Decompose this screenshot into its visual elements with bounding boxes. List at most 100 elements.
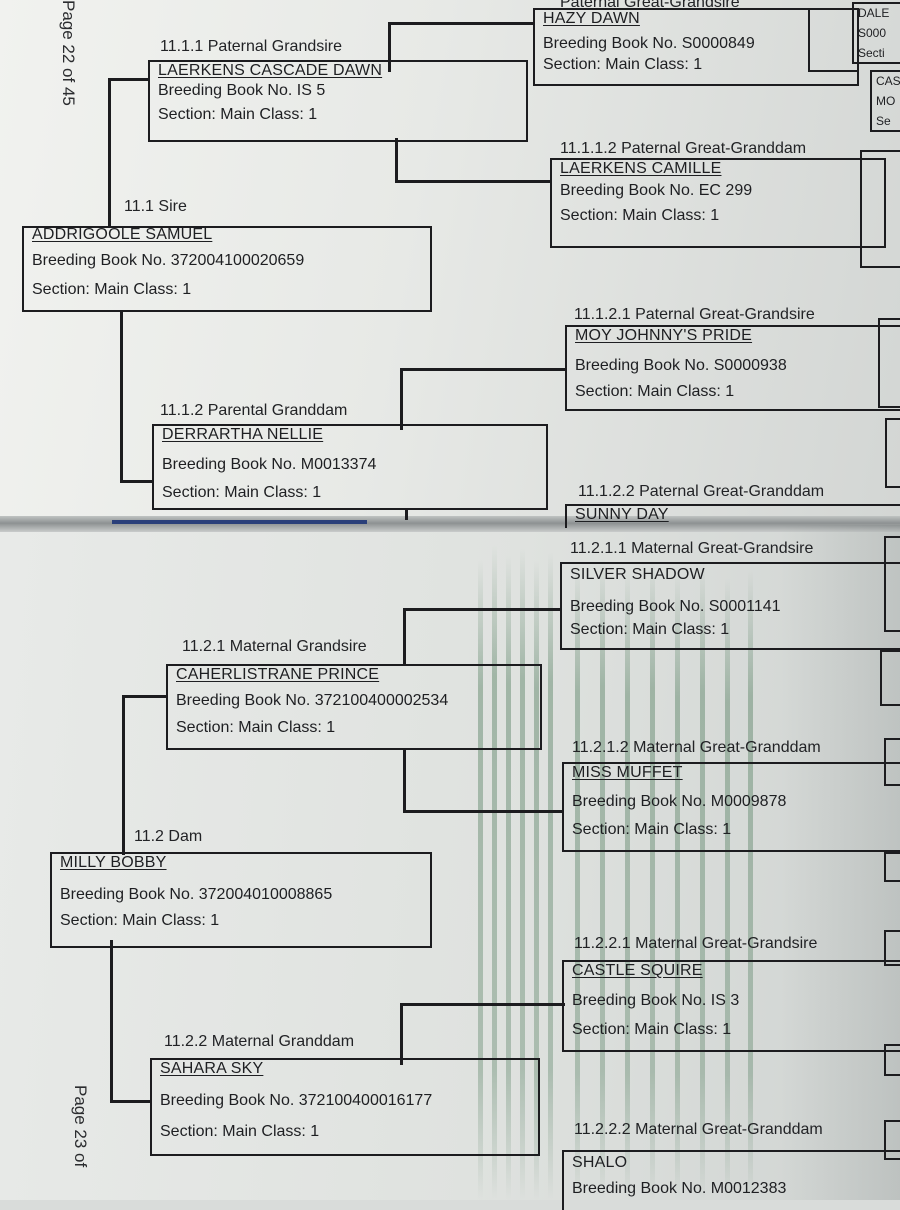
page-number-top: Page 22 of 45 xyxy=(59,0,78,106)
breeding-book-number: Breeding Book No. EC 299 xyxy=(560,182,753,199)
label-maternal-grandsire: 11.2.1 Maternal Grandsire xyxy=(182,638,367,655)
pedigree-box-addrigoole-samuel: ADDRIGOOLE SAMUEL Breeding Book No. 3720… xyxy=(22,226,432,312)
pedigree-box-sahara-sky: SAHARA SKY Breeding Book No. 37210040001… xyxy=(150,1058,540,1156)
connector xyxy=(395,138,398,183)
horse-name: SILVER SHADOW xyxy=(570,566,705,583)
pedigree-box-silver-shadow: SILVER SHADOW Breeding Book No. S0001141… xyxy=(560,562,900,650)
connector xyxy=(120,480,152,483)
pedigree-box-caherlistrane-prince: CAHERLISTRANE PRINCE Breeding Book No. 3… xyxy=(166,664,542,750)
connector xyxy=(388,22,391,72)
page-22 xyxy=(0,0,900,525)
connector xyxy=(120,312,123,482)
blue-tab-strip xyxy=(112,520,367,524)
breeding-book-number: Breeding Book No. IS 3 xyxy=(572,992,740,1009)
section-class: Section: Main Class: 1 xyxy=(575,383,735,400)
connector xyxy=(405,508,408,520)
pedigree-box-cutoff xyxy=(880,650,900,706)
pedigree-box-sunny-day: SUNNY DAY xyxy=(565,504,900,528)
horse-name: MISS MUFFET xyxy=(572,764,683,781)
label-maternal-granddam: 11.2.2 Maternal Granddam xyxy=(164,1033,355,1050)
breeding-book-number: Breeding Book No. S0001141 xyxy=(570,598,781,615)
horse-name: SAHARA SKY xyxy=(160,1060,264,1077)
pedigree-box-milly-bobby: MILLY BOBBY Breeding Book No. 3720040100… xyxy=(50,852,432,948)
connector xyxy=(403,608,560,611)
label-maternal-great-granddam-2: 11.2.2.2 Maternal Great-Granddam xyxy=(574,1121,823,1138)
connector xyxy=(400,370,403,430)
breeding-book-number: Breeding Book No. 372004010008865 xyxy=(60,886,333,903)
pedigree-box-cutoff xyxy=(884,852,900,882)
breeding-book-number: Breeding Book No. IS 5 xyxy=(158,82,326,99)
pedigree-box-dale-cutoff: DALE S000 Secti xyxy=(852,2,900,64)
label-maternal-great-grandsire-2: 11.2.2.1 Maternal Great-Grandsire xyxy=(574,935,818,952)
pedigree-box-cutoff xyxy=(884,738,900,786)
connector xyxy=(403,608,406,666)
section-class: Section: Main Class: 1 xyxy=(32,281,192,298)
label-dam: 11.2 Dam xyxy=(134,828,203,845)
breeding-book-number: Breeding Book No. S0000849 xyxy=(543,35,755,52)
breeding-book-number: Breeding Book No. 372004100020659 xyxy=(32,252,305,269)
connector xyxy=(400,368,565,371)
breeding-book-number: Breeding Book No. S0000938 xyxy=(575,357,787,374)
section-class: Section: Main Class: 1 xyxy=(572,1021,732,1038)
section-class: Section: Main Class: 1 xyxy=(560,207,720,224)
label-maternal-great-granddam-1: 11.2.1.2 Maternal Great-Granddam xyxy=(572,739,821,756)
section-class: Section: Main Class: 1 xyxy=(570,621,730,638)
section-class: Section: Main Class: 1 xyxy=(176,719,336,736)
label-parental-granddam: 11.1.2 Parental Granddam xyxy=(160,402,348,419)
pedigree-box-laerkens-camille: LAERKENS CAMILLE Breeding Book No. EC 29… xyxy=(550,158,886,248)
horse-name: ADDRIGOOLE SAMUEL xyxy=(32,226,213,243)
horse-name: MILLY BOBBY xyxy=(60,854,167,871)
pedigree-box-cutoff xyxy=(878,318,900,408)
horse-name: DERRARTHA NELLIE xyxy=(162,426,324,443)
pedigree-box-derrartha-nellie: DERRARTHA NELLIE Breeding Book No. M0013… xyxy=(152,424,548,510)
pedigree-box-cutoff xyxy=(884,1044,900,1076)
pedigree-box-shalo: SHALO Breeding Book No. M0012383 xyxy=(562,1150,900,1210)
connector xyxy=(395,180,550,183)
section-class: Section: Main Class: 1 xyxy=(572,821,732,838)
connector xyxy=(122,695,125,855)
pedigree-box-miss-muffet: MISS MUFFET Breeding Book No. M0009878 S… xyxy=(562,762,900,852)
page-number-bottom: Page 23 of xyxy=(71,1085,90,1168)
connector xyxy=(388,22,533,25)
label-paternal-great-granddam-2: 11.1.2.2 Paternal Great-Granddam xyxy=(578,483,825,500)
pedigree-box-moy-johnnys-pride: MOY JOHNNY'S PRIDE Breeding Book No. S00… xyxy=(565,325,900,411)
connector xyxy=(400,1005,403,1065)
label-paternal-grandsire: 11.1.1 Paternal Grandsire xyxy=(160,38,343,55)
connector xyxy=(108,78,150,81)
breeding-book-number: Breeding Book No. 372100400002534 xyxy=(176,692,449,709)
horse-name: CASTLE SQUIRE xyxy=(572,962,703,979)
pedigree-box-cutoff xyxy=(884,1120,900,1160)
pedigree-box-cutoff xyxy=(808,8,858,72)
pedigree-box-cutoff xyxy=(860,150,900,268)
label-paternal-great-granddam-1: 11.1.1.2 Paternal Great-Granddam xyxy=(560,140,807,157)
label-paternal-great-grandsire-1: Paternal Great-Grandsire xyxy=(560,0,740,11)
connector xyxy=(400,1003,565,1006)
connector xyxy=(403,810,563,813)
breeding-book-number: Breeding Book No. M0012383 xyxy=(572,1180,787,1197)
section-class: Section: Main Class: 1 xyxy=(160,1123,320,1140)
pedigree-box-cas-cutoff: CAS MO Se xyxy=(870,70,900,132)
pedigree-box-cutoff xyxy=(884,536,900,632)
horse-name: LAERKENS CAMILLE xyxy=(560,160,722,177)
horse-name: LAERKENS CASCADE DAWN xyxy=(158,62,383,79)
label-paternal-great-grandsire-2: 11.1.2.1 Paternal Great-Grandsire xyxy=(574,306,815,323)
pedigree-box-cutoff xyxy=(885,418,900,488)
connector xyxy=(110,1100,152,1103)
horse-name: HAZY DAWN xyxy=(543,10,640,27)
breeding-book-number: Breeding Book No. M0013374 xyxy=(162,456,377,473)
connector xyxy=(122,695,167,698)
connector xyxy=(108,78,111,228)
horse-name: CAHERLISTRANE PRINCE xyxy=(176,666,380,683)
section-class: Section: Main Class: 1 xyxy=(543,56,703,73)
section-class: Section: Main Class: 1 xyxy=(158,106,318,123)
connector xyxy=(110,940,113,1102)
label-maternal-great-grandsire-1: 11.2.1.1 Maternal Great-Grandsire xyxy=(570,540,814,557)
breeding-book-number: Breeding Book No. M0009878 xyxy=(572,793,787,810)
horse-name: SHALO xyxy=(572,1154,628,1171)
section-class: Section: Main Class: 1 xyxy=(60,912,220,929)
horse-name: MOY JOHNNY'S PRIDE xyxy=(575,327,753,344)
page-shadow xyxy=(780,525,900,1200)
label-sire: 11.1 Sire xyxy=(124,198,187,215)
horse-name: SUNNY DAY xyxy=(575,506,669,523)
section-class: Section: Main Class: 1 xyxy=(162,484,322,501)
